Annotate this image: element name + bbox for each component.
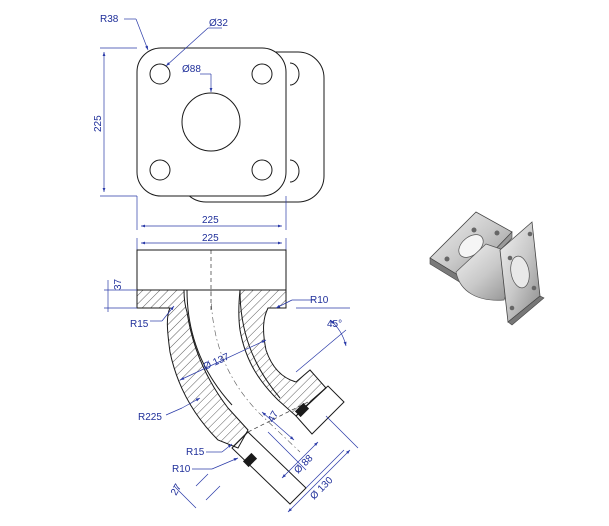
height-label: 225 xyxy=(93,115,104,132)
left-wall-section xyxy=(136,289,249,449)
bolt-hole-top-left xyxy=(149,63,171,85)
top-flange-outline xyxy=(136,47,287,197)
right-wall-section xyxy=(238,289,327,417)
bolt-hole-top-right xyxy=(251,63,273,85)
bore-label: Ø88 xyxy=(182,64,201,75)
rear-bolt-hole-top xyxy=(289,62,300,86)
spigot-length-label: 47 xyxy=(266,409,281,425)
flange-profile xyxy=(136,249,287,291)
flange-thickness-label: 37 xyxy=(113,278,124,290)
bolt-hole-label: Ø32 xyxy=(209,18,228,29)
inner-diameter-label: Ø 137 xyxy=(202,351,232,372)
isometric-view xyxy=(429,211,545,326)
top-view: R38 Ø32 Ø88 225 225 xyxy=(93,14,325,230)
fillet-bottom-label: R15 xyxy=(186,447,205,458)
bolt-lower xyxy=(242,452,258,468)
fillet-top-right-label: R10 xyxy=(310,295,329,306)
section-view: 225 37 R10 45° xyxy=(104,233,359,513)
angle-label: 45° xyxy=(327,319,342,330)
rear-bolt-hole-bottom xyxy=(289,159,300,183)
outer-diameter-label: Ø 130 xyxy=(308,475,335,502)
flange-width-label: 225 xyxy=(202,233,219,244)
spigot-diameter-label: Ø 88 xyxy=(292,453,315,476)
fillet-bottom-small-label: R10 xyxy=(172,464,191,475)
bend-centerline xyxy=(210,289,301,453)
bottom-flange-right xyxy=(295,385,345,435)
fillet-top-left-label: R15 xyxy=(130,319,149,330)
bolt-upper xyxy=(294,402,310,418)
corner-radius-label: R38 xyxy=(100,14,119,25)
width-label: 225 xyxy=(202,215,219,226)
bore-circle xyxy=(181,92,241,152)
bottom-flange-thickness-label: 27 xyxy=(169,482,184,498)
bolt-hole-bottom-left xyxy=(149,159,171,181)
bend-radius-label: R225 xyxy=(138,412,162,423)
bolt-hole-bottom-right xyxy=(251,159,273,181)
